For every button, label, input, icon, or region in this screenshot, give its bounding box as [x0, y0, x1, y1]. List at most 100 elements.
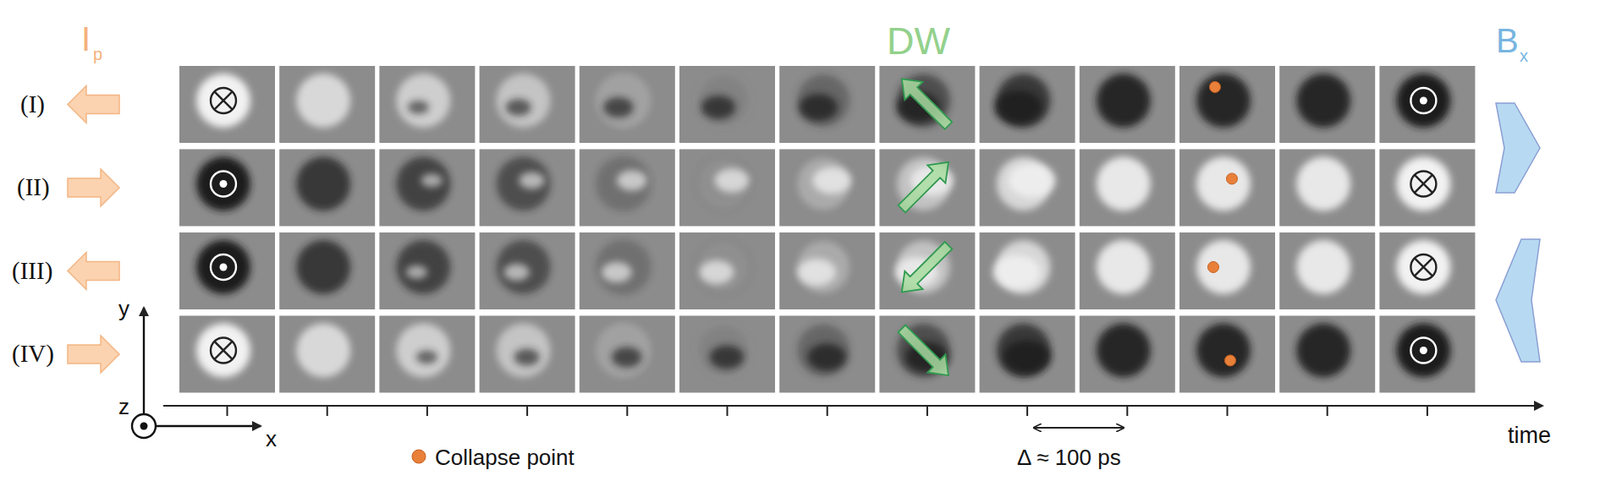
frame-ground: [1379, 65, 1475, 143]
axis-tick: [726, 406, 729, 417]
frame-ground: [1179, 149, 1276, 227]
polarity-symbol: [1419, 346, 1428, 355]
polarity-symbol: [219, 180, 227, 188]
skyrmion-core: [996, 323, 1051, 378]
domain-wall-arrow: [892, 236, 957, 302]
polarity-symbol: [1410, 337, 1436, 363]
xmcd-frame: [1379, 65, 1475, 143]
frame-ground: [279, 65, 375, 143]
frame-ground: [979, 149, 1076, 227]
skyrmion-core: [296, 240, 351, 295]
skyrmion-core: [796, 323, 851, 378]
frame-ground: [1379, 316, 1475, 394]
skyrmion-core: [596, 73, 651, 128]
xmcd-frame: [1379, 149, 1475, 227]
frame-ground: [1279, 232, 1375, 310]
frame-ground: [379, 232, 475, 310]
skyrmion-core: [1196, 323, 1251, 378]
skyrmion-core: [1396, 240, 1451, 295]
frame-ground: [579, 232, 676, 310]
xmcd-frame: [1079, 65, 1176, 143]
skyrmion-core: [796, 323, 851, 378]
skyrmion-core: [496, 156, 551, 211]
polarity-symbol: [1410, 87, 1436, 114]
frame-ground: [379, 65, 475, 143]
reversed-domain: [407, 100, 429, 115]
xmcd-frame: [779, 316, 875, 394]
skyrmion-core: [796, 73, 851, 128]
skyrmion-core: [395, 240, 451, 295]
frame-ground: [1279, 149, 1375, 227]
axis-label: x: [265, 428, 277, 451]
frame-ground: [1379, 232, 1475, 310]
skyrmion-core: [696, 323, 751, 378]
skyrmion-core: [395, 156, 451, 211]
xmcd-frame: [279, 65, 375, 143]
axis-tick: [326, 406, 329, 417]
xmcd-frame: [379, 149, 475, 227]
skyrmion-core: [1296, 240, 1351, 295]
domain-wall-arrow: [892, 70, 957, 135]
xmcd-frame: [1179, 316, 1276, 394]
xmcd-frame: [179, 232, 275, 310]
skyrmion-core: [196, 240, 251, 295]
axis-tick: [826, 406, 829, 417]
legend-swatch: [412, 450, 426, 464]
skyrmion-core: [596, 73, 651, 128]
current-arrow: [67, 169, 120, 207]
field-arrow: [1495, 239, 1540, 363]
xmcd-frame: [579, 65, 676, 143]
reversed-domain: [421, 173, 443, 187]
frame-ground: [179, 316, 275, 394]
skyrmion-core: [696, 73, 751, 128]
axis-tick: [1426, 406, 1429, 417]
frame-ground: [779, 149, 875, 227]
frame-ground: [1079, 65, 1176, 143]
domain-wall-label: DW: [886, 21, 951, 61]
polarity-symbol: [1414, 175, 1433, 193]
collapse-dot: [1224, 355, 1236, 367]
skyrmion-core: [1296, 73, 1351, 128]
xmcd-frame: [879, 232, 975, 310]
skyrmion-core: [395, 73, 451, 128]
frame-ground: [579, 65, 676, 143]
skyrmion-core: [696, 240, 751, 295]
skyrmion-core: [596, 323, 651, 378]
reversed-domain: [416, 350, 438, 364]
frame-ground: [1179, 316, 1276, 394]
skyrmion-core: [1396, 323, 1451, 378]
frame-ground: [979, 316, 1076, 394]
frame-ground: [979, 65, 1076, 143]
xmcd-frame: [979, 65, 1076, 143]
collapse-dot: [1209, 81, 1221, 93]
polarity-symbol: [214, 91, 232, 110]
polarity-symbol: [1419, 96, 1428, 105]
frame-ground: [1379, 149, 1475, 227]
skyrmion-core: [996, 323, 1051, 378]
domain-wall-arrow: [892, 319, 957, 385]
skyrmion-core: [296, 156, 351, 211]
xmcd-frame: [1279, 149, 1375, 227]
domain-wall-arrow: [892, 153, 957, 218]
frame-ground: [779, 316, 875, 394]
skyrmion-core: [996, 240, 1051, 295]
row-label: (IV): [11, 341, 55, 367]
frame-ground: [1279, 65, 1375, 143]
xmcd-frame: [579, 232, 676, 310]
xmcd-frame: [679, 316, 776, 394]
frame-ground: [879, 316, 975, 394]
xmcd-frame: [1279, 316, 1375, 394]
xmcd-frame: [379, 316, 475, 394]
current-arrow: [67, 252, 120, 291]
axis-tick: [1026, 406, 1029, 417]
skyrmion-core: [696, 156, 751, 211]
frame-ground: [779, 232, 875, 310]
skyrmion-core: [196, 156, 251, 211]
row-label: (I): [20, 92, 45, 117]
skyrmion-core: [496, 73, 551, 128]
skyrmion-core: [996, 240, 1051, 295]
axis-label: z: [118, 395, 130, 418]
skyrmion-core: [1196, 156, 1251, 211]
frame-ground: [479, 232, 576, 310]
xmcd-frame: [1179, 232, 1276, 310]
